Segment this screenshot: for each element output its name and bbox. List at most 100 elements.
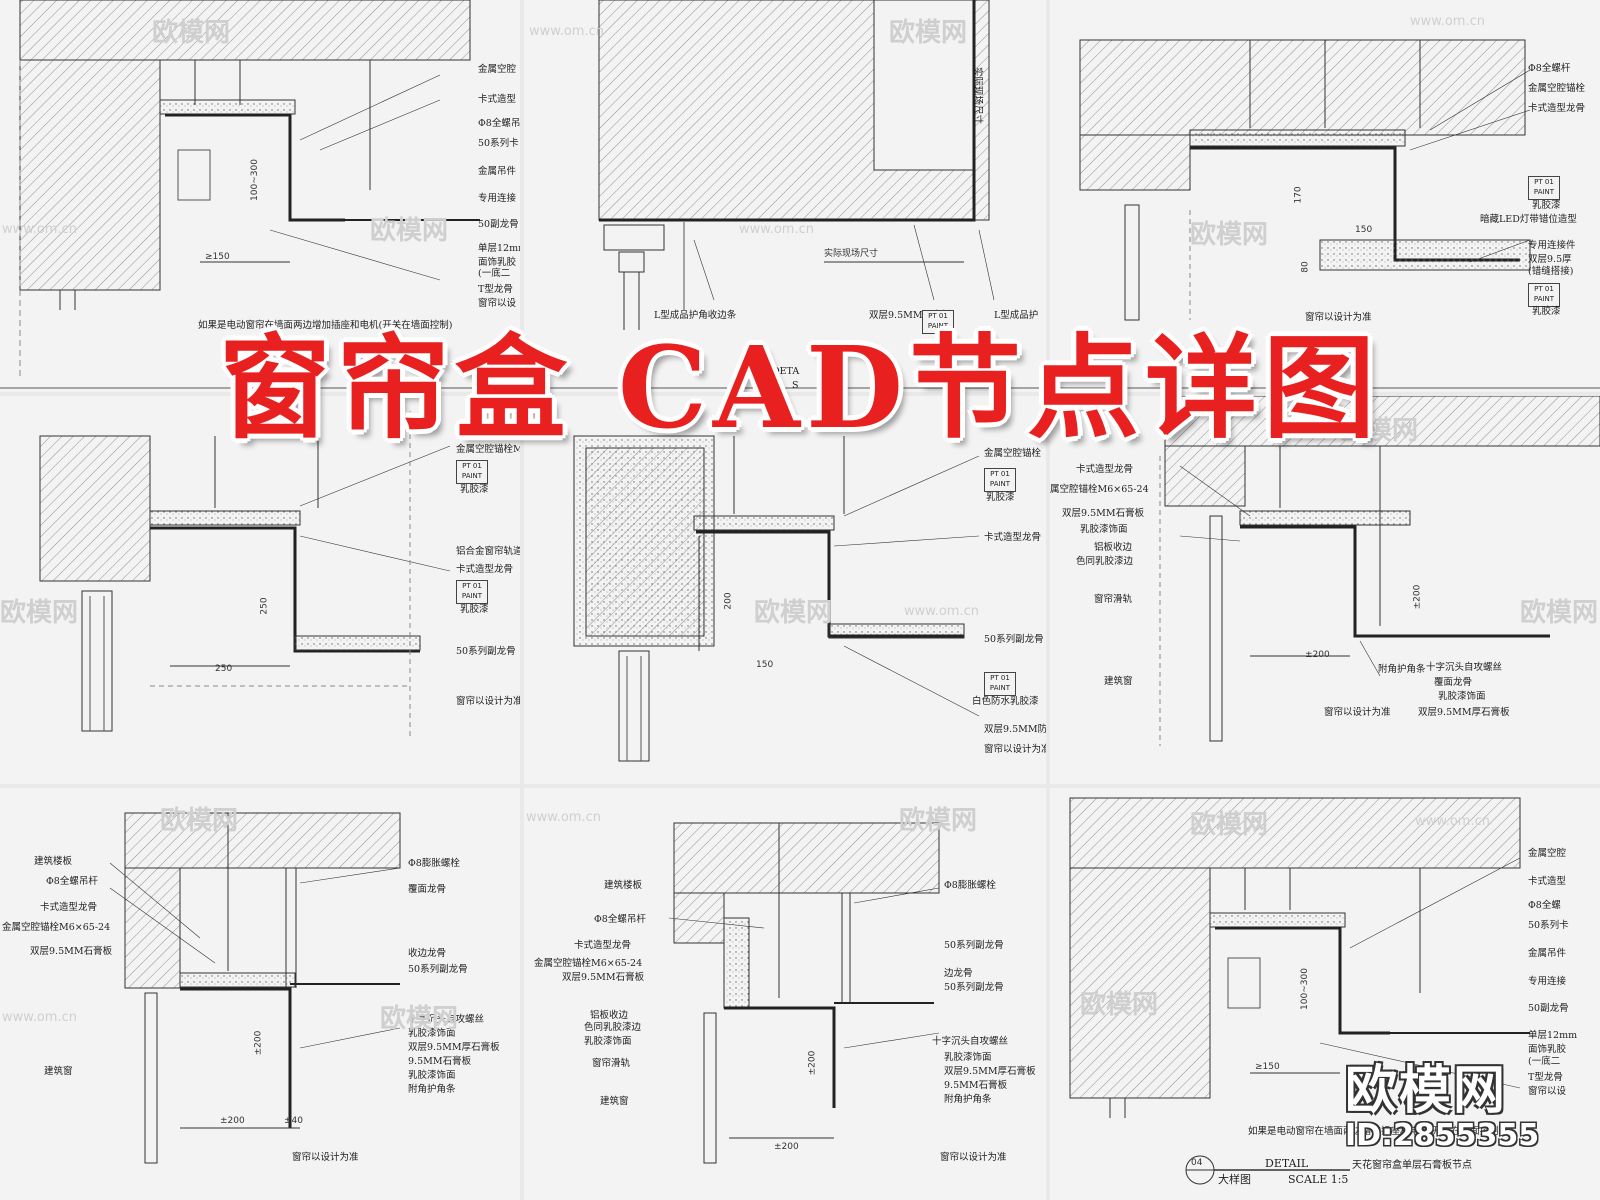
label: 50系列副龙骨: [456, 646, 516, 657]
label: 建筑窗: [44, 1066, 73, 1077]
watermark-url: www.om.cn: [1410, 14, 1485, 29]
label: Φ8全螺: [1528, 900, 1561, 911]
detail-word: DETAIL: [1265, 1157, 1309, 1170]
label: 窗帘以设计为准: [456, 696, 520, 707]
label: 窗帘以设: [1528, 1086, 1567, 1097]
label: 窗帘以设计为准: [1305, 312, 1372, 323]
dimension: 170: [1293, 186, 1304, 204]
watermark-url: www.om.cn: [739, 222, 814, 237]
label: T型龙骨: [1528, 1072, 1563, 1083]
label: 乳胶漆饰面: [584, 1036, 632, 1047]
watermark-url: www.om.cn: [526, 810, 601, 825]
label: 双层9.5MM厚石膏板: [1418, 707, 1510, 718]
detail-sheet-7: 建筑楼板 Φ8全螺吊杆 卡式造型龙骨 金属空腔锚栓M6×65-24 双层9.5M…: [0, 788, 520, 1200]
watermark-url: www.om.cn: [2, 222, 77, 237]
detail-sheet-3: Φ8全螺杆 金属空腔锚栓 卡式造型龙骨 PT 01 PAINT 乳胶漆 暗藏LE…: [1050, 0, 1600, 392]
watermark-url: www.om.cn: [529, 24, 604, 39]
label: 50系列卡: [1528, 920, 1569, 931]
paint-code: PT 01: [1534, 178, 1554, 186]
drawing-5: [573, 435, 980, 762]
label: 铝板收边: [1094, 542, 1133, 553]
label: 色同乳胶漆边: [584, 1022, 642, 1033]
paint-tag: PT 01 PAINT: [456, 460, 488, 484]
label: 覆面龙骨: [408, 884, 447, 895]
dimension: ±40: [284, 1116, 303, 1126]
label: 面饰乳胶: [478, 257, 517, 268]
dimension: ≥150: [1255, 1062, 1280, 1072]
dimension: 150: [756, 660, 774, 670]
dimension: 150: [1355, 225, 1373, 235]
label: (一底二: [478, 268, 511, 279]
dimension: 200: [723, 592, 734, 610]
label: 双层9.5MM石膏板: [1062, 508, 1145, 519]
paint-word: PAINT: [927, 322, 949, 330]
paint-tag: PT 01 PAINT: [922, 310, 954, 334]
label: 属空腔锚栓M6×65-24: [1050, 484, 1149, 495]
drawing-2: [524, 0, 1046, 389]
label: 面饰乳胶: [1528, 1044, 1567, 1055]
main-title: 窗帘盒 CAD节点详图: [218, 323, 1382, 454]
label: 专用连接件: [1528, 240, 1576, 251]
label: 乳胶漆饰面: [1438, 691, 1486, 702]
label: 色同乳胶漆边: [1076, 556, 1134, 567]
label: 9.5MM石膏板: [408, 1056, 472, 1067]
label: 金属吊件: [1528, 948, 1567, 959]
label: 单层12mm: [1528, 1030, 1578, 1041]
label: 建筑窗: [600, 1096, 629, 1107]
dimension: ±200: [774, 1142, 799, 1152]
label: 十字沉头自攻螺丝: [1426, 662, 1503, 673]
label: 金属空腔锚栓M6: [456, 444, 520, 455]
label: 50系列副龙骨: [408, 964, 468, 975]
drawing-3: [1050, 39, 1600, 389]
label: 卡式造型: [478, 94, 517, 105]
paint-code: PT 01: [928, 312, 948, 320]
label: Φ8全螺吊杆: [594, 914, 646, 925]
detail-fragment: DETA: [772, 366, 800, 377]
label: 卡式造型龙骨: [574, 940, 632, 951]
detail-fragment: DETA: [240, 352, 268, 363]
dimension: ±200: [220, 1116, 245, 1126]
label: 专用连接: [1528, 976, 1567, 987]
label: 十字沉头自攻螺丝: [932, 1036, 1009, 1047]
detail-cn: 大样图: [1218, 1173, 1251, 1186]
brand-id: ID:2855355: [1345, 1118, 1540, 1153]
dimension: ≥150: [205, 252, 230, 262]
label: 卡式造型龙骨: [1076, 464, 1134, 475]
label: 建筑楼板: [34, 856, 73, 867]
label: 乳胶漆饰面: [1080, 524, 1128, 535]
scale-fragment: 1:5: [824, 380, 840, 391]
detail-sheet-9: 金属空腔 卡式造型 Φ8全螺 50系列卡 金属吊件 专用连接 50副龙骨 单层1…: [1050, 788, 1600, 1200]
label: 卡式造型龙骨: [1528, 103, 1586, 114]
dimension: ±200: [807, 1050, 818, 1076]
detail-sheet-6: 卡式造型龙骨 属空腔锚栓M6×65-24 双层9.5MM石膏板 乳胶漆饰面 铝板…: [1050, 396, 1600, 784]
label: 双层9.5MM石膏板: [869, 310, 952, 321]
paint-code: PT 01: [1534, 285, 1554, 293]
watermark-url: www.om.cn: [1415, 814, 1490, 829]
dimension: ±200: [1305, 650, 1330, 660]
label: 50系列副龙骨: [944, 940, 1004, 951]
label: 金属空腔锚栓M6×65-24: [534, 958, 643, 969]
drawing-1: [0, 0, 520, 389]
detail-scale: SCALE 1:5: [1288, 1173, 1349, 1186]
paint-word: PAINT: [1533, 188, 1555, 196]
paint-tag: PT 01 PAINT: [984, 672, 1016, 696]
label: 双层9.5MM防水石: [984, 724, 1046, 735]
watermark-logo: 欧模网: [1190, 220, 1269, 250]
paint-word: PAINT: [989, 480, 1011, 488]
label: 铝合金窗帘轨道: [456, 546, 520, 557]
label: 白色防水乳胶漆: [972, 696, 1039, 707]
label: 50系列副龙骨: [944, 982, 1004, 993]
label: 石膏板: [869, 370, 898, 381]
paint-word: PAINT: [461, 592, 483, 600]
drawing-7: [109, 812, 401, 1164]
watermark-logo: 欧模网: [889, 18, 968, 48]
label: 石膏: [350, 356, 370, 367]
label: 十字沉头自攻螺丝: [408, 1014, 485, 1025]
label: 覆面龙骨: [1434, 677, 1473, 688]
watermark-logo: 欧模网: [160, 806, 239, 836]
label: 金属空腔: [478, 64, 517, 75]
label: (一底二: [1528, 1056, 1561, 1067]
label: 金属空腔锚栓: [984, 448, 1042, 459]
label: 金属吊件: [478, 166, 517, 177]
label: Φ8全螺吊杆: [456, 428, 508, 439]
